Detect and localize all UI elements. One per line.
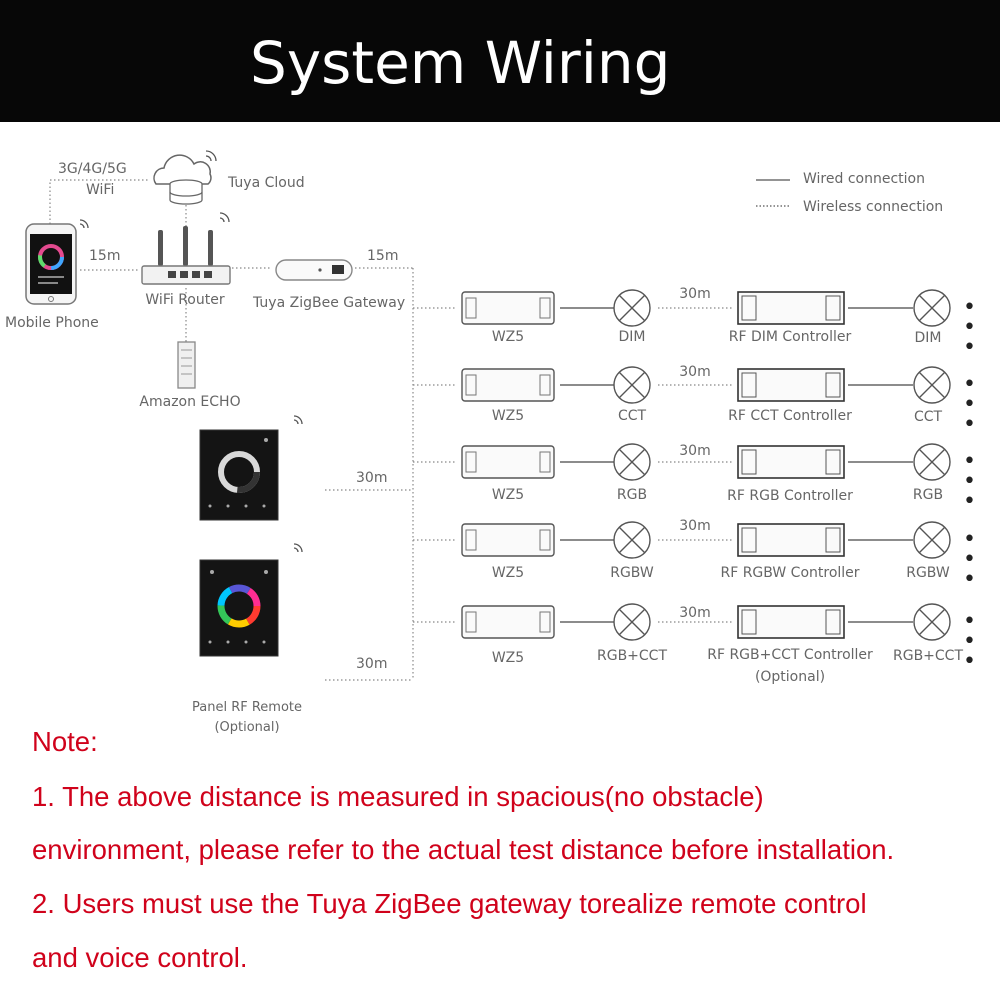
row-3-controller: RF RGB Controller [727,488,853,504]
distance-phone-router: 15m [89,248,121,264]
row-3-lamp2: RGB [912,487,944,503]
row-2-controller: RF CCT Controller [728,408,852,424]
amazon-echo-icon [177,341,196,389]
notes-title: Note: [32,726,98,757]
wiring-svg [25,150,951,681]
rf-controller-icon [737,523,845,557]
row-5-optional: (Optional) [754,669,826,685]
row-5-controller: RF RGB+CCT Controller [707,647,873,663]
row-4-lamp2: RGBW [906,565,950,581]
row-4-more: • • • [963,527,978,592]
distance-panel-1: 30m [356,470,388,486]
note-line-2: environment, please refer to the actual … [32,834,895,865]
row-5-devices [461,603,951,641]
row-2-module: WZ5 [491,408,525,424]
gateway-label: Tuya ZigBee Gateway [253,295,406,311]
row-3-more: • • • [963,449,978,514]
panel-remote-rgb-icon [199,543,303,657]
wired-links [560,307,913,623]
router-label: WiFi Router [145,292,225,308]
row-3-devices [461,443,951,481]
note-line-3: 2. Users must use the Tuya ZigBee gatewa… [32,888,867,919]
cloud-label: Tuya Cloud [228,175,305,191]
row-5-more: • • • [963,609,978,674]
wz5-module-icon [461,605,555,639]
row-5-lamp: RGB+CCT [596,648,668,664]
rf-controller-icon [737,445,845,479]
wifi-label: WiFi [86,182,115,198]
page-title: System Wiring [250,29,671,97]
row-1-lamp2: DIM [914,330,942,346]
distance-panel-2: 30m [356,656,388,672]
row-4-module: WZ5 [491,565,525,581]
wiring-diagram: Wired connection Wireless connection 3G/… [0,122,1000,735]
phone-label: Mobile Phone [5,315,99,331]
wifi-router-icon [141,212,231,285]
row-3-module: WZ5 [491,487,525,503]
rf-controller-icon [737,605,845,639]
legend-wired-label: Wired connection [803,171,925,187]
header-banner: System Wiring [0,0,1000,122]
row-1-controller: RF DIM Controller [728,329,852,345]
panel-optional-label: (Optional) [214,720,280,735]
rf-controller-icon [737,291,845,325]
note-line-1: 1. The above distance is measured in spa… [32,781,764,812]
row-1-more: • • • [963,295,978,360]
row-3-distance: 30m [679,443,711,459]
row-2-distance: 30m [679,364,711,380]
rf-controller-icon [737,368,845,402]
phone-wireless-icon [79,219,89,229]
row-5-distance: 30m [679,605,711,621]
panel-label: Panel RF Remote [191,700,303,715]
network-label: 3G/4G/5G [58,161,127,177]
row-4-distance: 30m [679,518,711,534]
row-1-devices [461,289,951,327]
distance-gateway-bus: 15m [367,248,399,264]
row-2-lamp2: CCT [913,409,943,425]
row-2-more: • • • [963,372,978,437]
row-5-lamp2: RGB+CCT [892,648,964,664]
wz5-module-icon [461,445,555,479]
row-2-devices [461,366,951,404]
cloud-icon [153,150,217,205]
row-4-controller: RF RGBW Controller [720,565,860,581]
row-3-lamp: RGB [616,487,648,503]
row-4-devices [461,521,951,559]
wz5-module-icon [461,291,555,325]
row-4-lamp: RGBW [610,565,654,581]
row-1-lamp: DIM [618,329,646,345]
legend-wireless-label: Wireless connection [803,199,944,215]
wz5-module-icon [461,523,555,557]
wireless-links [49,179,733,681]
row-2-lamp: CCT [617,408,647,424]
panel-remote-dim-icon [199,415,303,521]
row-1-distance: 30m [679,286,711,302]
note-line-4: and voice control. [32,942,248,973]
mobile-phone-icon [25,223,77,305]
wz5-module-icon [461,368,555,402]
row-5-module: WZ5 [491,650,525,666]
echo-label: Amazon ECHO [139,394,241,410]
zigbee-gateway-icon [275,259,353,281]
row-1-module: WZ5 [491,329,525,345]
